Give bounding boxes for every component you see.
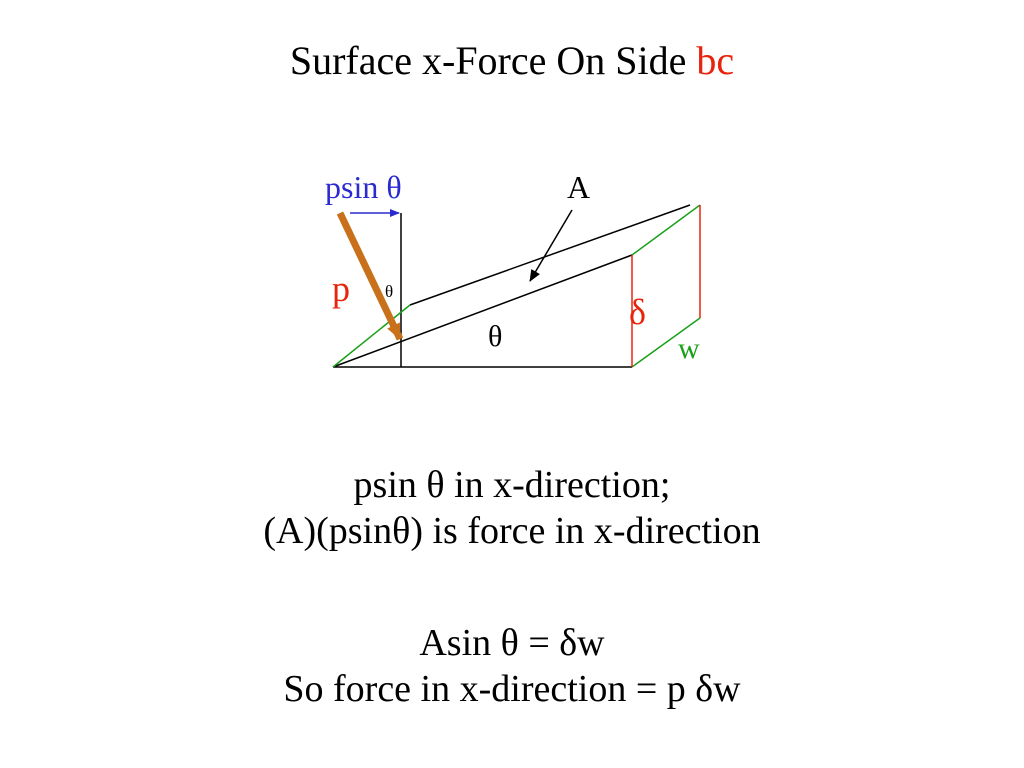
equation-line-2: So force in x-direction = p δw xyxy=(283,668,741,710)
explanation-block-2: Asin θ = δw So force in x-direction = p … xyxy=(0,620,1024,712)
title-main: Surface x-Force On Side xyxy=(289,38,697,83)
label-area-A: A xyxy=(567,169,590,205)
explanation-line-1: psin θ in x-direction; xyxy=(353,464,671,506)
title-highlight: bc xyxy=(696,38,735,83)
equation-line-1: Asin θ = δw xyxy=(419,622,605,664)
wedge-back-incline xyxy=(409,204,691,306)
explanation-line-2: (A)(psinθ) is force in x-direction xyxy=(263,510,761,552)
explanation-block-1: psin θ in x-direction; (A)(psinθ) is for… xyxy=(0,462,1024,554)
green-edge-left xyxy=(332,304,411,368)
label-psin-theta: psin θ xyxy=(325,169,402,205)
pressure-arrow xyxy=(336,211,404,341)
green-edge-top xyxy=(631,204,701,256)
label-theta: θ xyxy=(488,320,502,353)
area-pointer-arrow xyxy=(529,209,573,282)
page-title: Surface x-Force On Side bc xyxy=(0,36,1024,86)
label-theta-small: θ xyxy=(385,282,393,301)
label-pressure-p: p xyxy=(332,269,350,309)
label-w: w xyxy=(678,332,700,365)
green-edge-bottom xyxy=(631,317,701,368)
wedge-front-incline xyxy=(332,254,633,368)
label-delta: δ xyxy=(629,292,646,332)
